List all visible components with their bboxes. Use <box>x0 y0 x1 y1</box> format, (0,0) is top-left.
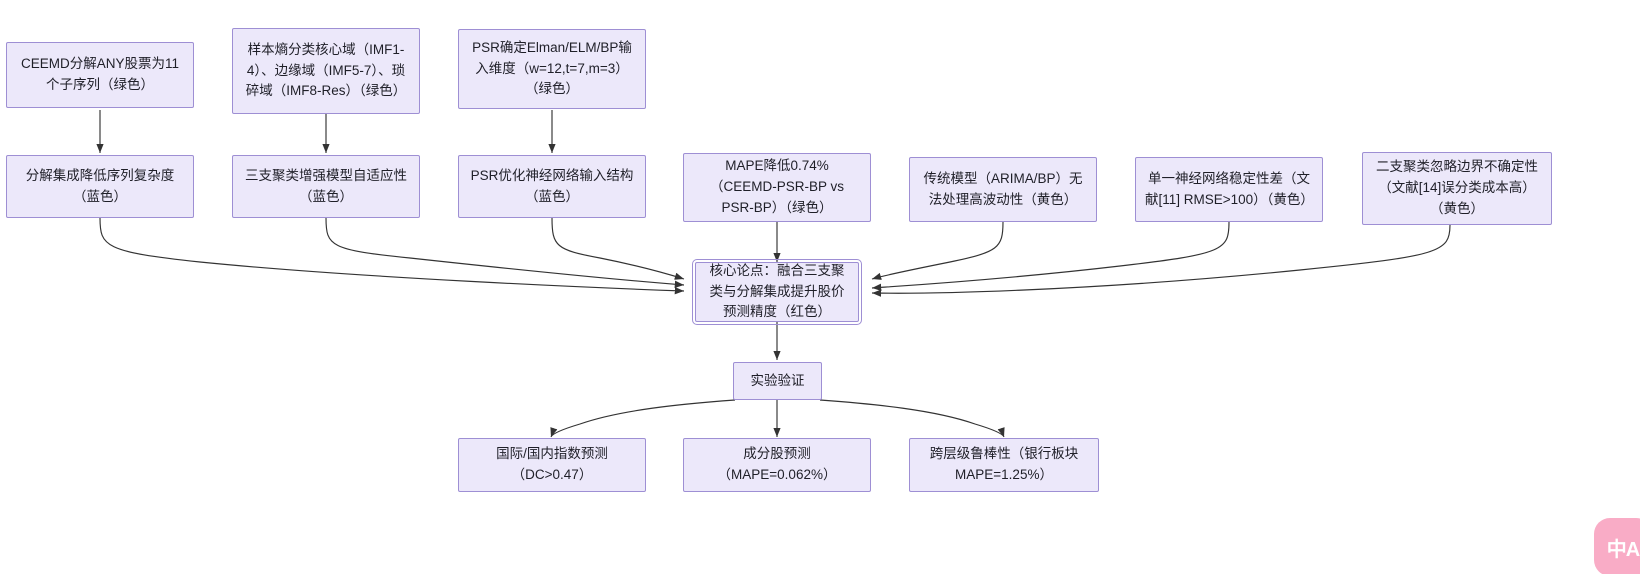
node-constituent-stock-result[interactable]: 成分股预测（MAPE=0.062%） <box>683 438 871 492</box>
node-experiment-validation[interactable]: 实验验证 <box>733 362 822 400</box>
node-label: 国际/国内指数预测（DC>0.47） <box>496 446 608 482</box>
node-single-network-stability-gap[interactable]: 单一神经网络稳定性差（文献[11] RMSE>100）（黄色） <box>1135 157 1323 222</box>
node-label: 分解集成降低序列复杂度（蓝色） <box>25 167 175 204</box>
node-core-thesis[interactable]: 核心论点：融合三支聚类与分解集成提升股价预测精度（红色） <box>692 259 862 325</box>
edge-twoway-to-core <box>871 224 1451 297</box>
node-mape-improvement[interactable]: MAPE降低0.74%（CEEMD-PSR-BP vs PSR-BP）（绿色） <box>683 153 871 222</box>
node-label: 成分股预测（MAPE=0.062%） <box>717 446 837 482</box>
node-label: 样本熵分类核心域（IMF1-4）、边缘域（IMF5-7）、琐碎域（IMF8-Re… <box>245 41 407 99</box>
node-label: MAPE降低0.74%（CEEMD-PSR-BP vs PSR-BP）（绿色） <box>709 158 845 215</box>
node-psr-input-dimension[interactable]: PSR确定Elman/ELM/BP输入维度（w=12,t=7,m=3）（绿色） <box>458 29 646 109</box>
edge-cluster-to-core <box>325 217 685 288</box>
edge-experiment-to-index <box>550 399 736 438</box>
node-traditional-model-gap[interactable]: 传统模型（ARIMA/BP）无法处理高波动性（黄色） <box>909 157 1097 222</box>
node-index-prediction-result[interactable]: 国际/国内指数预测（DC>0.47） <box>458 438 646 492</box>
node-label: 传统模型（ARIMA/BP）无法处理高波动性（黄色） <box>923 170 1083 207</box>
node-label: 二支聚类忽略边界不确定性（文献[14]误分类成本高）（黄色） <box>1376 159 1538 216</box>
edge-decomp-to-core <box>99 217 685 295</box>
node-psr-optimizes-network-input[interactable]: PSR优化神经网络输入结构（蓝色） <box>458 155 646 218</box>
node-cross-level-robustness-result[interactable]: 跨层级鲁棒性（银行板块MAPE=1.25%） <box>909 438 1099 492</box>
node-sample-entropy-classification[interactable]: 样本熵分类核心域（IMF1-4）、边缘域（IMF5-7）、琐碎域（IMF8-Re… <box>232 28 420 114</box>
watermark-badge: 中A <box>1594 518 1640 574</box>
node-ceemd-decomposition[interactable]: CEEMD分解ANY股票为11个子序列（绿色） <box>6 42 194 108</box>
edge-arima-to-core <box>871 221 1004 280</box>
node-label: 跨层级鲁棒性（银行板块MAPE=1.25%） <box>929 446 1079 482</box>
node-label: 实验验证 <box>750 372 805 388</box>
edge-experiment-to-robust <box>819 399 1005 438</box>
node-label: 核心论点：融合三支聚类与分解集成提升股价预测精度（红色） <box>709 262 845 320</box>
node-label: CEEMD分解ANY股票为11个子序列（绿色） <box>20 56 180 92</box>
node-label: 单一神经网络稳定性差（文献[11] RMSE>100）（黄色） <box>1145 170 1314 207</box>
node-three-way-clustering-adaptivity[interactable]: 三支聚类增强模型自适应性（蓝色） <box>232 155 420 218</box>
node-decomposition-reduces-complexity[interactable]: 分解集成降低序列复杂度（蓝色） <box>6 155 194 218</box>
node-label: 三支聚类增强模型自适应性（蓝色） <box>245 167 407 204</box>
edge-psrclaim-to-core <box>551 217 685 280</box>
node-two-way-clustering-gap[interactable]: 二支聚类忽略边界不确定性（文献[14]误分类成本高）（黄色） <box>1362 152 1552 225</box>
node-label: PSR确定Elman/ELM/BP输入维度（w=12,t=7,m=3）（绿色） <box>472 39 632 97</box>
watermark-label: 中A <box>1606 538 1640 561</box>
edge-nn-to-core <box>871 221 1230 292</box>
node-label: PSR优化神经网络输入结构（蓝色） <box>470 167 634 204</box>
